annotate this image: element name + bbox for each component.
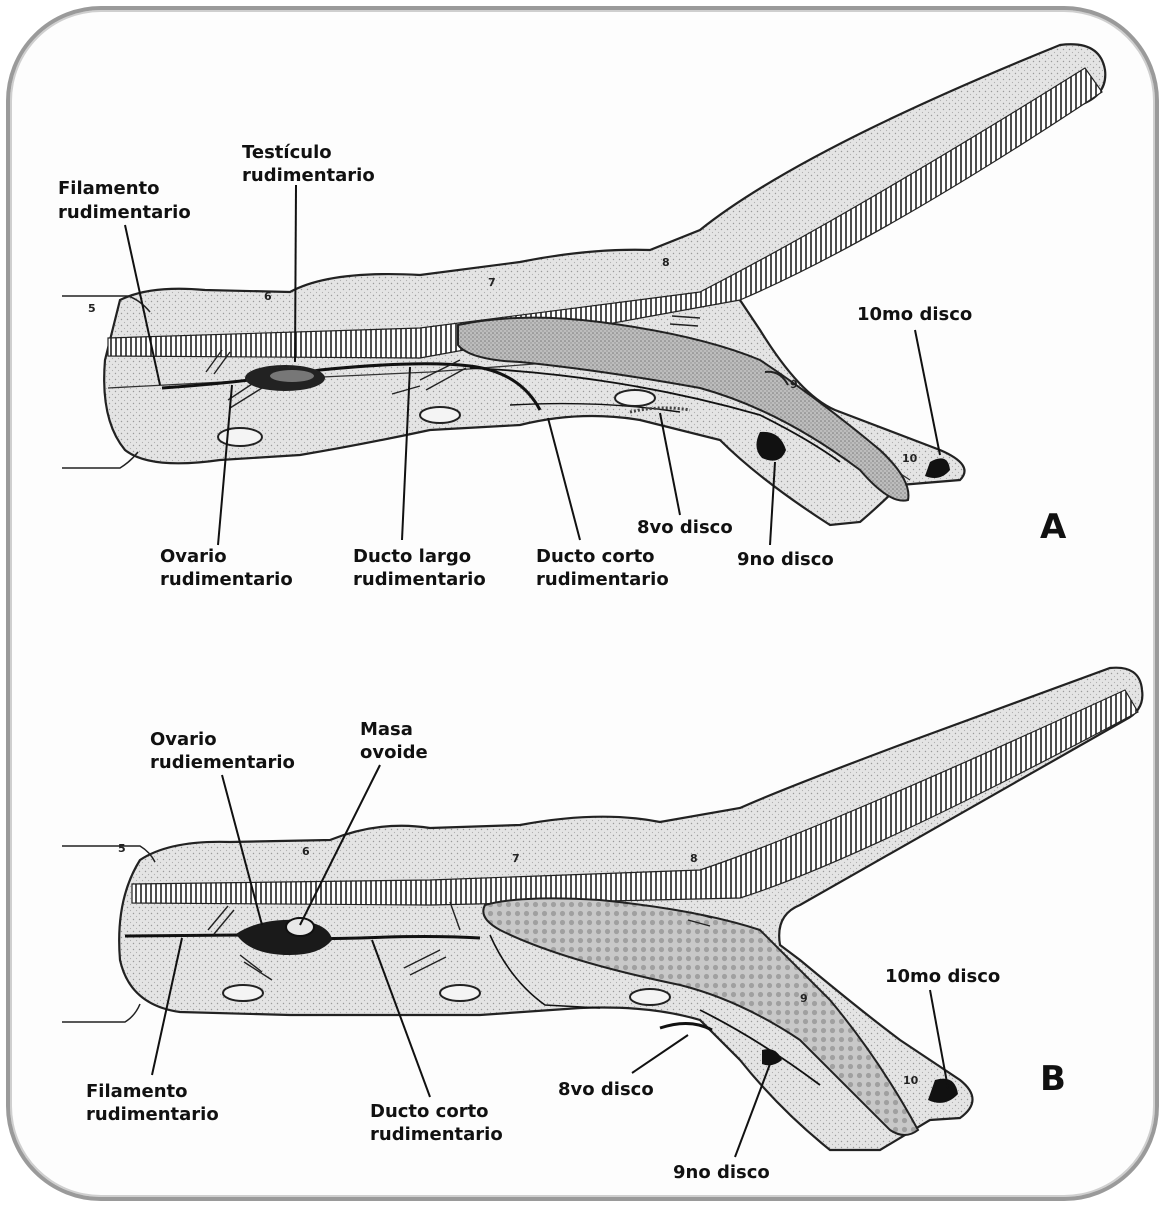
segment-5-b: 5 [118, 842, 126, 855]
label-filamento-b: Filamento rudimentario [86, 1081, 219, 1125]
segment-7-a: 7 [488, 276, 496, 289]
segment-10-a: 10 [902, 452, 918, 465]
label-ovario-a: Ovario rudimentario [160, 546, 293, 590]
ovoid-mass-b [286, 918, 314, 936]
label-disco9-a: 9no disco [737, 549, 834, 570]
segment-8-b: 8 [690, 852, 698, 865]
label-masa-b: Masa ovoide [360, 719, 428, 763]
segment-9-b: 9 [800, 992, 808, 1005]
abdomen-outline-a [104, 44, 1105, 525]
segment-6-a: 6 [264, 290, 272, 303]
label-disco9-b: 9no disco [673, 1162, 770, 1183]
panel-a: 5 6 7 8 9 10 Filamento rudimentario Test… [58, 44, 1105, 590]
segment-9-a: 9 [790, 378, 798, 391]
segment-5-a: 5 [88, 302, 96, 315]
panel-b: 5 6 7 8 9 10 Ovario rudiementario Masa o… [62, 668, 1142, 1183]
segment-8-a: 8 [662, 256, 670, 269]
label-disco8-b: 8vo disco [558, 1079, 654, 1100]
segment-7-b: 7 [512, 852, 520, 865]
label-ovario-b: Ovario rudiementario [150, 729, 295, 773]
label-disco10-b: 10mo disco [885, 966, 1000, 987]
panel-letter-a: A [1040, 507, 1067, 547]
panel-letter-b: B [1040, 1059, 1066, 1099]
label-testiculo-a: Testículo rudimentario [242, 142, 375, 186]
label-filamento-a: Filamento rudimentario [58, 178, 191, 223]
label-ducto-corto-a: Ducto corto rudimentario [536, 546, 669, 590]
label-disco10-a: 10mo disco [857, 304, 972, 325]
segment-6-b: 6 [302, 845, 310, 858]
label-ducto-largo-a: Ducto largo rudimentario [353, 546, 486, 590]
label-ducto-corto-b: Ducto corto rudimentario [370, 1101, 503, 1145]
segment-10-b: 10 [903, 1074, 919, 1087]
label-disco8-a: 8vo disco [637, 517, 733, 538]
